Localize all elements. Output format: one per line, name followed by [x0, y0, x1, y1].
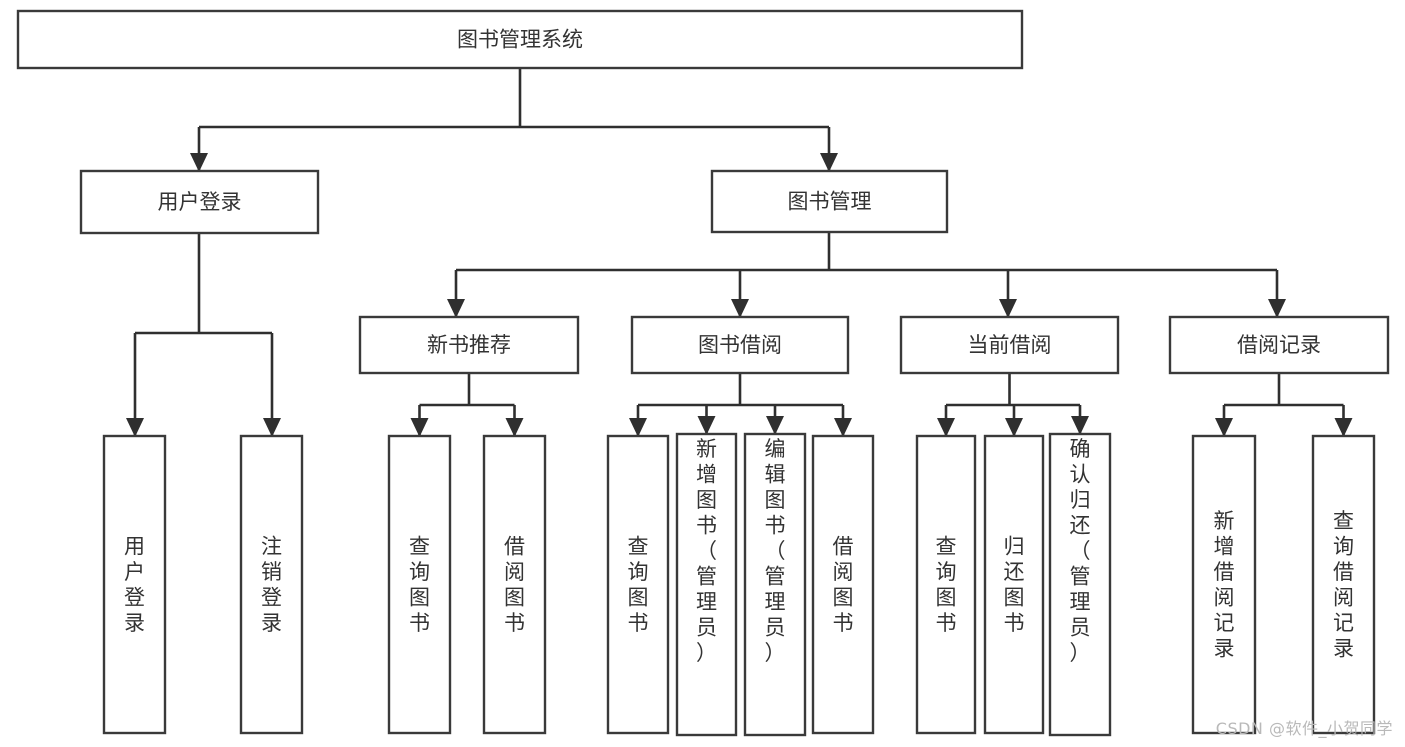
leaf-leaf-user-login-label: 用户登录: [124, 534, 145, 635]
node-new-book-rec-rect[interactable]: [358, 315, 580, 375]
leaf-leaf-query-record-label: 查询借阅记录: [1333, 509, 1354, 661]
node-current-borrow-label: 当前借阅: [968, 333, 1052, 357]
leaf-leaf-query-book-bb[interactable]: [606, 434, 670, 735]
node-root[interactable]: [16, 9, 1024, 70]
leaf-leaf-confirm-return[interactable]: [1048, 432, 1112, 737]
leaf-leaf-edit-book[interactable]: [743, 432, 807, 737]
node-new-book-rec-label: 新书推荐: [427, 333, 511, 357]
labels-layer: 图书管理系统用户登录图书管理新书推荐图书借阅当前借阅借阅记录用户登录注销登录查询…: [124, 28, 1354, 666]
node-new-book-rec[interactable]: [358, 315, 580, 375]
leaf-leaf-borrow-book-bb[interactable]: [811, 434, 875, 735]
node-book-manage[interactable]: [710, 169, 949, 234]
leaf-leaf-add-book[interactable]: [675, 432, 738, 737]
leaf-leaf-query-record[interactable]: [1311, 434, 1376, 735]
arrow-to-user-login: [190, 153, 208, 172]
node-book-borrow[interactable]: [630, 315, 850, 375]
leaf-leaf-add-record-label: 新增借阅记录: [1214, 509, 1235, 661]
arrow-to-leaf-query-book-rec: [410, 418, 429, 437]
node-user-login-label: 用户登录: [158, 190, 242, 214]
leaf-leaf-return-book[interactable]: [983, 434, 1045, 735]
leaf-leaf-logout-label: 注销登录: [261, 534, 282, 635]
arrow-to-book-manage: [820, 153, 838, 172]
leaf-leaf-query-book-cb[interactable]: [915, 434, 977, 735]
arrow-to-leaf-borrow-book-bb: [834, 418, 852, 437]
connectors-layer: [126, 68, 1353, 437]
node-root-label: 图书管理系统: [457, 28, 583, 52]
node-book-borrow-rect[interactable]: [630, 315, 850, 375]
leaf-leaf-user-login[interactable]: [102, 434, 167, 735]
leaf-leaf-add-record[interactable]: [1191, 434, 1257, 735]
leaf-leaf-edit-book-label: 编辑图书（管理员）: [765, 437, 786, 665]
csdn-watermark: CSDN @软件_小贺同学: [1215, 719, 1393, 738]
node-book-borrow-label: 图书借阅: [698, 333, 782, 357]
leaf-leaf-borrow-book-rec[interactable]: [482, 434, 547, 735]
leaf-leaf-borrow-book-rec-label: 借阅图书: [504, 534, 525, 635]
arrow-to-leaf-query-book-cb: [937, 418, 955, 437]
leaf-leaf-query-book-cb-rect[interactable]: [915, 434, 977, 735]
leaf-leaf-add-book-label: 新增图书（管理员）: [696, 437, 717, 665]
leaf-leaf-query-book-cb-label: 查询图书: [936, 534, 957, 635]
leaf-leaf-query-book-rec-rect[interactable]: [387, 434, 452, 735]
boxes-layer: [16, 9, 1390, 737]
arrow-to-leaf-confirm-return: [1071, 416, 1089, 435]
arrow-to-leaf-ul-0: [126, 418, 144, 437]
leaf-leaf-user-login-rect[interactable]: [102, 434, 167, 735]
node-current-borrow[interactable]: [899, 315, 1120, 375]
node-current-borrow-rect[interactable]: [899, 315, 1120, 375]
arrow-to-leaf-ul-1: [263, 418, 281, 437]
leaf-leaf-borrow-book-rec-rect[interactable]: [482, 434, 547, 735]
leaf-leaf-query-book-rec-label: 查询图书: [409, 534, 430, 635]
leaf-leaf-add-record-rect[interactable]: [1191, 434, 1257, 735]
node-root-rect[interactable]: [16, 9, 1024, 70]
arrow-to-leaf-add-record: [1215, 418, 1233, 437]
leaf-leaf-confirm-return-rect[interactable]: [1048, 432, 1112, 737]
arrow-to-book-borrow: [731, 299, 749, 318]
arrow-to-leaf-borrow-book-rec: [505, 418, 524, 437]
arrow-to-leaf-edit-book: [766, 416, 784, 435]
leaf-leaf-borrow-book-bb-rect[interactable]: [811, 434, 875, 735]
node-book-manage-rect[interactable]: [710, 169, 949, 234]
leaf-leaf-return-book-label: 归还图书: [1004, 534, 1025, 635]
node-book-manage-label: 图书管理: [788, 190, 872, 214]
arrow-to-leaf-return-book: [1005, 418, 1023, 437]
leaf-leaf-confirm-return-label: 确认归还（管理员）: [1070, 437, 1091, 665]
leaf-leaf-return-book-rect[interactable]: [983, 434, 1045, 735]
leaf-leaf-borrow-book-bb-label: 借阅图书: [833, 534, 854, 635]
leaf-leaf-query-book-bb-label: 查询图书: [628, 534, 649, 635]
arrow-to-new-book-rec: [447, 299, 465, 318]
leaf-leaf-logout[interactable]: [239, 434, 304, 735]
leaf-leaf-add-book-rect[interactable]: [675, 432, 738, 737]
leaf-leaf-logout-rect[interactable]: [239, 434, 304, 735]
leaf-leaf-edit-book-rect[interactable]: [743, 432, 807, 737]
node-borrow-record[interactable]: [1168, 315, 1390, 375]
arrow-to-leaf-query-record: [1334, 418, 1353, 437]
leaf-leaf-query-book-bb-rect[interactable]: [606, 434, 670, 735]
arrow-to-borrow-record: [1268, 299, 1286, 318]
arrow-to-leaf-query-book-bb: [629, 418, 647, 437]
arrow-to-leaf-add-book: [697, 416, 716, 435]
leaf-leaf-query-record-rect[interactable]: [1311, 434, 1376, 735]
node-borrow-record-label: 借阅记录: [1237, 333, 1321, 357]
arrow-to-current-borrow: [999, 299, 1017, 318]
leaf-leaf-query-book-rec[interactable]: [387, 434, 452, 735]
node-borrow-record-rect[interactable]: [1168, 315, 1390, 375]
node-user-login-rect[interactable]: [79, 169, 320, 235]
node-user-login[interactable]: [79, 169, 320, 235]
